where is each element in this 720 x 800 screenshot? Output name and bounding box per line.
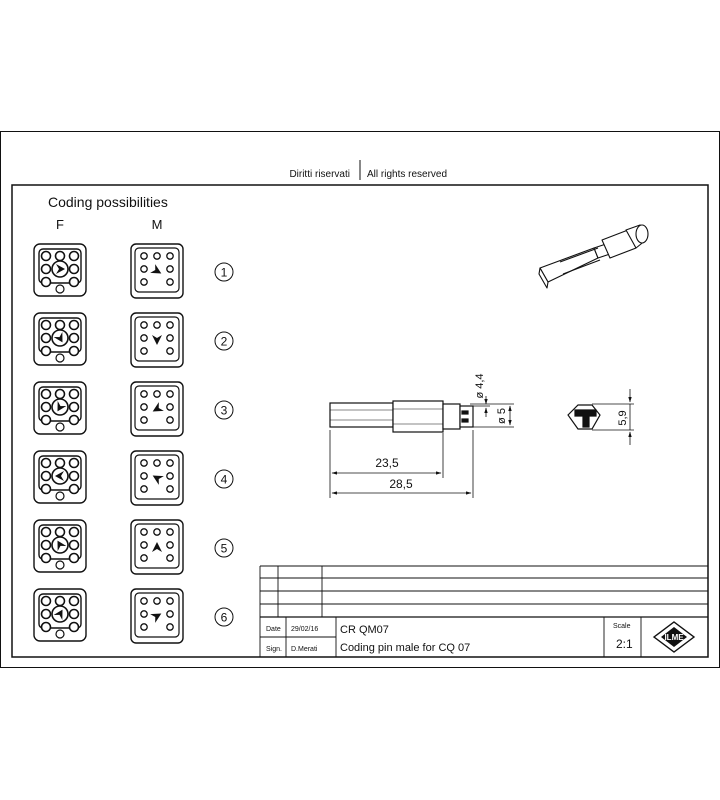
revision-table (259, 565, 708, 657)
rights-text-it: Diritti riservati (289, 169, 350, 180)
sign-value: D.Merati (291, 646, 318, 653)
front-view-dimension (592, 389, 634, 445)
scale-value: 2:1 (616, 637, 633, 651)
sign-label: Sign. (266, 646, 282, 653)
male-insert-icon (130, 312, 184, 368)
drawing-frame (11, 184, 709, 658)
variant-number-label: 2 (221, 335, 228, 349)
logo-text: ILME (664, 633, 684, 642)
female-insert-icon (33, 450, 87, 504)
male-insert-icon (130, 450, 184, 506)
date-label: Date (266, 626, 281, 633)
male-label: M (152, 217, 163, 232)
female-label: F (56, 217, 64, 232)
variant-number: 6 (214, 607, 234, 627)
drawing-description: Coding pin male for CQ 07 (340, 642, 470, 654)
female-insert-icon (33, 588, 87, 642)
drawing-code: CR QM07 (340, 624, 389, 636)
variant-number-label: 1 (221, 266, 228, 280)
scale-label: Scale (613, 623, 631, 630)
dim-len-short: 23,5 (375, 456, 399, 470)
variant-number-label: 6 (221, 611, 228, 625)
dim-diam-large: ø 5 (496, 408, 508, 424)
female-insert-icon (33, 519, 87, 573)
variant-number: 3 (214, 400, 234, 420)
male-insert-icon (130, 519, 184, 575)
date-value: 29/02/16 (291, 626, 318, 633)
variant-number: 4 (214, 469, 234, 489)
variant-number: 2 (214, 331, 234, 351)
female-insert-icon (33, 312, 87, 366)
male-insert-icon (130, 381, 184, 437)
pin-front-view (567, 404, 601, 430)
rights-text-en: All rights reserved (367, 169, 447, 180)
dim-diam-small: ø 4,4 (474, 373, 486, 398)
pin-isometric-view (538, 224, 649, 289)
coding-variants-grid: 1 2 3 4 5 6 (33, 243, 234, 644)
outer-border (0, 131, 720, 668)
dim-head-height: 5,9 (617, 410, 629, 425)
ilme-logo: ILME (652, 621, 696, 653)
variant-number: 5 (214, 538, 234, 558)
variant-number-label: 5 (221, 542, 228, 556)
variant-number: 1 (214, 262, 234, 282)
female-insert-icon (33, 381, 87, 435)
pin-side-view (329, 400, 474, 433)
variant-number-label: 3 (221, 404, 228, 418)
male-insert-icon (130, 588, 184, 644)
dim-len-long: 28,5 (389, 477, 413, 491)
variant-number-label: 4 (221, 473, 228, 487)
male-insert-icon (130, 243, 184, 299)
coding-title: Coding possibilities (48, 194, 168, 210)
side-view-dimensions (329, 396, 514, 498)
female-insert-icon (33, 243, 87, 297)
